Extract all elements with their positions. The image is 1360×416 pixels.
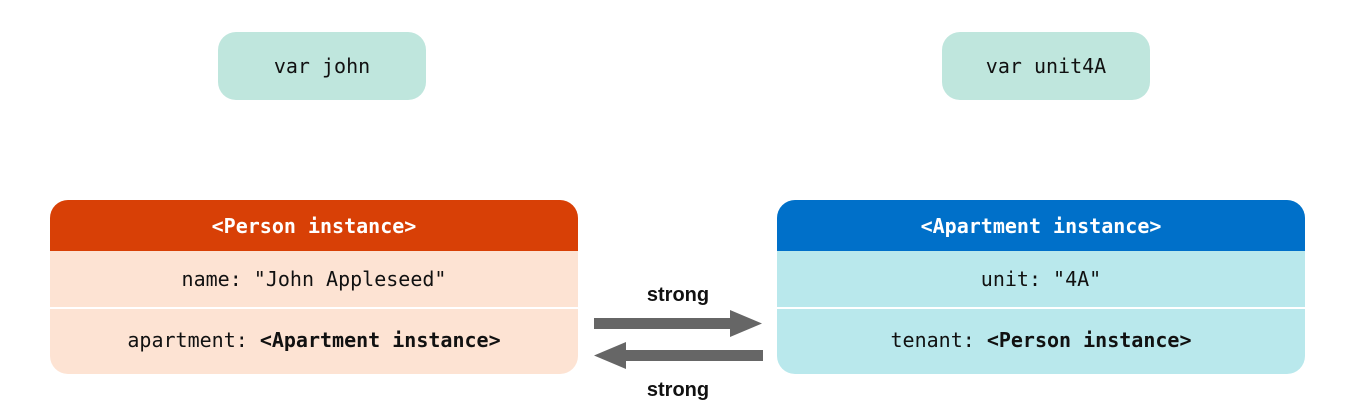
strong-arrow-right-head xyxy=(730,310,762,337)
person-name-value: "John Appleseed" xyxy=(253,267,447,291)
person-apartment-value: <Apartment instance> xyxy=(259,327,501,352)
person-instance-header: <Person instance> xyxy=(50,200,578,251)
person-name-row: name: "John Appleseed" xyxy=(50,251,578,309)
person-name-key: name: xyxy=(181,267,254,291)
person-instance-box: <Person instance> name: "John Appleseed"… xyxy=(50,200,578,374)
var-john-pill: var john xyxy=(218,32,426,100)
var-unit4a-pill: var unit4A xyxy=(942,32,1150,100)
person-apartment-key: apartment: xyxy=(127,327,260,352)
strong-arrow-right xyxy=(594,310,762,337)
apartment-unit-value: "4A" xyxy=(1053,267,1102,291)
var-unit4a-label: var unit4A xyxy=(985,54,1107,78)
person-instance-title: <Person instance> xyxy=(211,213,417,238)
var-john-label: var john xyxy=(273,54,371,78)
person-apartment-row: apartment: <Apartment instance> xyxy=(50,309,578,370)
strong-label-top: strong xyxy=(646,284,710,306)
apartment-instance-header: <Apartment instance> xyxy=(777,200,1305,251)
strong-arrow-left-head xyxy=(594,342,626,369)
apartment-tenant-value: <Person instance> xyxy=(986,327,1192,352)
strong-label-bottom: strong xyxy=(646,379,710,401)
strong-arrow-left-shaft xyxy=(624,350,763,361)
apartment-unit-key: unit: xyxy=(980,267,1054,291)
apartment-instance-box: <Apartment instance> unit: "4A" tenant: … xyxy=(777,200,1305,374)
apartment-tenant-key: tenant: xyxy=(890,327,987,352)
apartment-tenant-row: tenant: <Person instance> xyxy=(777,309,1305,370)
apartment-instance-title: <Apartment instance> xyxy=(920,213,1162,238)
strong-arrow-right-shaft xyxy=(594,318,732,329)
strong-arrow-left xyxy=(594,342,763,369)
apartment-unit-row: unit: "4A" xyxy=(777,251,1305,309)
